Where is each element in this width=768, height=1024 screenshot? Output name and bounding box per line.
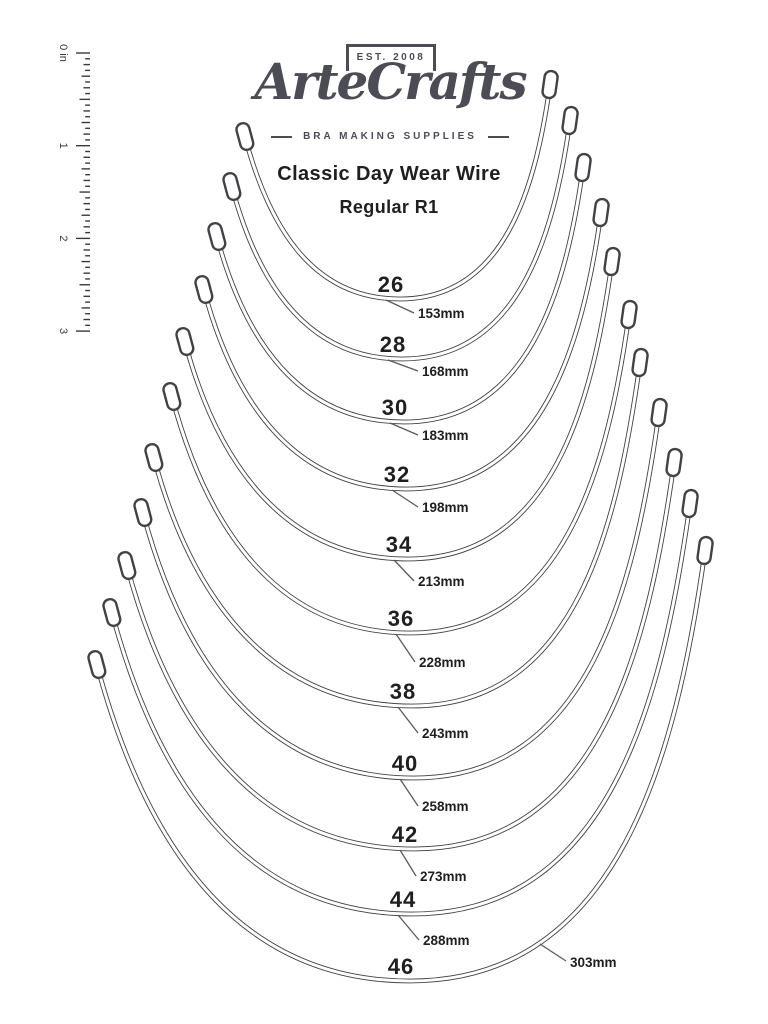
wire-tip-cap — [144, 442, 164, 473]
wire-inner-fill — [215, 167, 585, 424]
ruler-number: 0 in — [57, 44, 69, 62]
wire-tip-cap — [87, 649, 107, 680]
wire-tip-cap — [696, 535, 714, 566]
length-leader-line — [397, 706, 419, 734]
wire-group: 42 273mm — [117, 447, 683, 884]
wire-inner-fill — [170, 314, 631, 635]
wire-outline — [229, 120, 573, 362]
wire-length-label: 213mm — [418, 574, 465, 589]
wire-size-label: 28 — [380, 332, 406, 357]
wire-group: 44 288mm — [102, 488, 699, 948]
wire-group: 32 198mm — [194, 197, 610, 515]
wire-size-label: 34 — [386, 532, 412, 557]
wire-size-label: 40 — [392, 751, 418, 776]
wire-size-label: 44 — [390, 887, 416, 912]
logo-est-text: EST. 2008 — [356, 52, 426, 63]
length-leader-line — [399, 849, 417, 877]
wire-tip-cap — [194, 274, 214, 305]
length-leader-line — [395, 633, 416, 663]
length-leader-line — [399, 778, 419, 807]
page-title: Classic Day Wear Wire — [277, 163, 501, 185]
length-leader-line — [393, 559, 415, 582]
wire-size-label: 36 — [388, 606, 414, 631]
logo-est-frame: EST. 2008 — [346, 44, 436, 71]
ruler-number: 3 — [57, 328, 69, 334]
wire-length-label: 303mm — [570, 955, 617, 970]
wire-tip-cap — [102, 597, 122, 628]
length-leader-line — [539, 943, 567, 962]
wire-inner-fill — [152, 362, 642, 708]
wire-tip-cap — [235, 121, 255, 152]
wire-length-label: 198mm — [422, 500, 469, 515]
logo-tagline-text: BRA MAKING SUPPLIES — [303, 131, 477, 142]
wire-length-label: 153mm — [418, 306, 465, 321]
wire-length-label: 228mm — [419, 655, 466, 670]
wire-tip-cap — [665, 447, 683, 478]
wire-length-label: 168mm — [422, 364, 469, 379]
wire-size-label: 38 — [390, 679, 416, 704]
wire-group: 38 243mm — [144, 347, 649, 741]
wire-group: 36 228mm — [162, 299, 638, 670]
wire-tip-cap — [650, 397, 668, 428]
wire-tip-cap — [175, 326, 195, 357]
logo-wordmark: ArteCrafts — [254, 52, 527, 111]
ruler-number: 2 — [57, 235, 69, 241]
wire-tip-cap — [603, 246, 621, 277]
wire-outline — [242, 84, 553, 302]
ruler: 0 in 1 2 3 — [57, 44, 90, 334]
wire-group: 34 213mm — [175, 246, 621, 589]
wire-inner-fill — [230, 120, 572, 361]
wire-size-label: 42 — [392, 822, 418, 847]
wire-tip-cap — [681, 488, 699, 519]
wire-tip-cap — [222, 171, 242, 202]
wire-group: 40 258mm — [133, 397, 668, 814]
wire-tip-cap — [117, 550, 137, 581]
wire-length-label: 273mm — [420, 869, 467, 884]
wire-size-label: 30 — [382, 395, 408, 420]
wire-outline — [124, 462, 677, 852]
wire-inner-fill — [95, 550, 707, 983]
wire-length-label: 243mm — [422, 726, 469, 741]
wire-tip-cap — [162, 381, 182, 412]
wire-size-label: 32 — [384, 462, 410, 487]
wire-inner-fill — [202, 212, 603, 491]
wire-group: 28 168mm — [222, 105, 579, 379]
wire-length-label: 288mm — [423, 933, 470, 948]
wire-inner-fill — [243, 84, 552, 301]
length-leader-line — [397, 914, 420, 941]
logo-tagline: BRA MAKING SUPPLIES — [234, 131, 546, 142]
wire-inner-fill — [110, 503, 692, 916]
ruler-number: 1 — [57, 143, 69, 149]
tagline-right-rule — [487, 135, 509, 138]
wire-length-label: 258mm — [422, 799, 469, 814]
wire-tip-cap — [592, 197, 610, 228]
wire-tip-cap — [620, 299, 638, 330]
wire-tip-cap — [631, 347, 649, 378]
wire-inner-fill — [183, 261, 614, 561]
wire-inner-fill — [125, 462, 676, 851]
wire-size-label: 26 — [378, 272, 404, 297]
wire-tip-cap — [574, 152, 592, 183]
wire-group: 26 153mm — [235, 69, 559, 321]
wire-size-label: 46 — [388, 954, 414, 979]
wire-tip-cap — [133, 497, 153, 528]
length-leader-line — [387, 359, 419, 372]
wire-length-label: 183mm — [422, 428, 469, 443]
length-leader-line — [385, 299, 415, 314]
wire-group: 30 183mm — [207, 152, 592, 443]
length-leader-line — [389, 422, 419, 436]
wire-tip-cap — [541, 69, 559, 100]
wire-inner-fill — [141, 412, 661, 780]
tagline-left-rule — [271, 135, 293, 138]
wire-tip-cap — [207, 221, 227, 252]
page-subtitle: Regular R1 — [339, 197, 439, 217]
wire-group: 46 303mm — [87, 535, 714, 984]
length-leader-line — [391, 489, 419, 508]
wire-tip-cap — [561, 105, 579, 136]
